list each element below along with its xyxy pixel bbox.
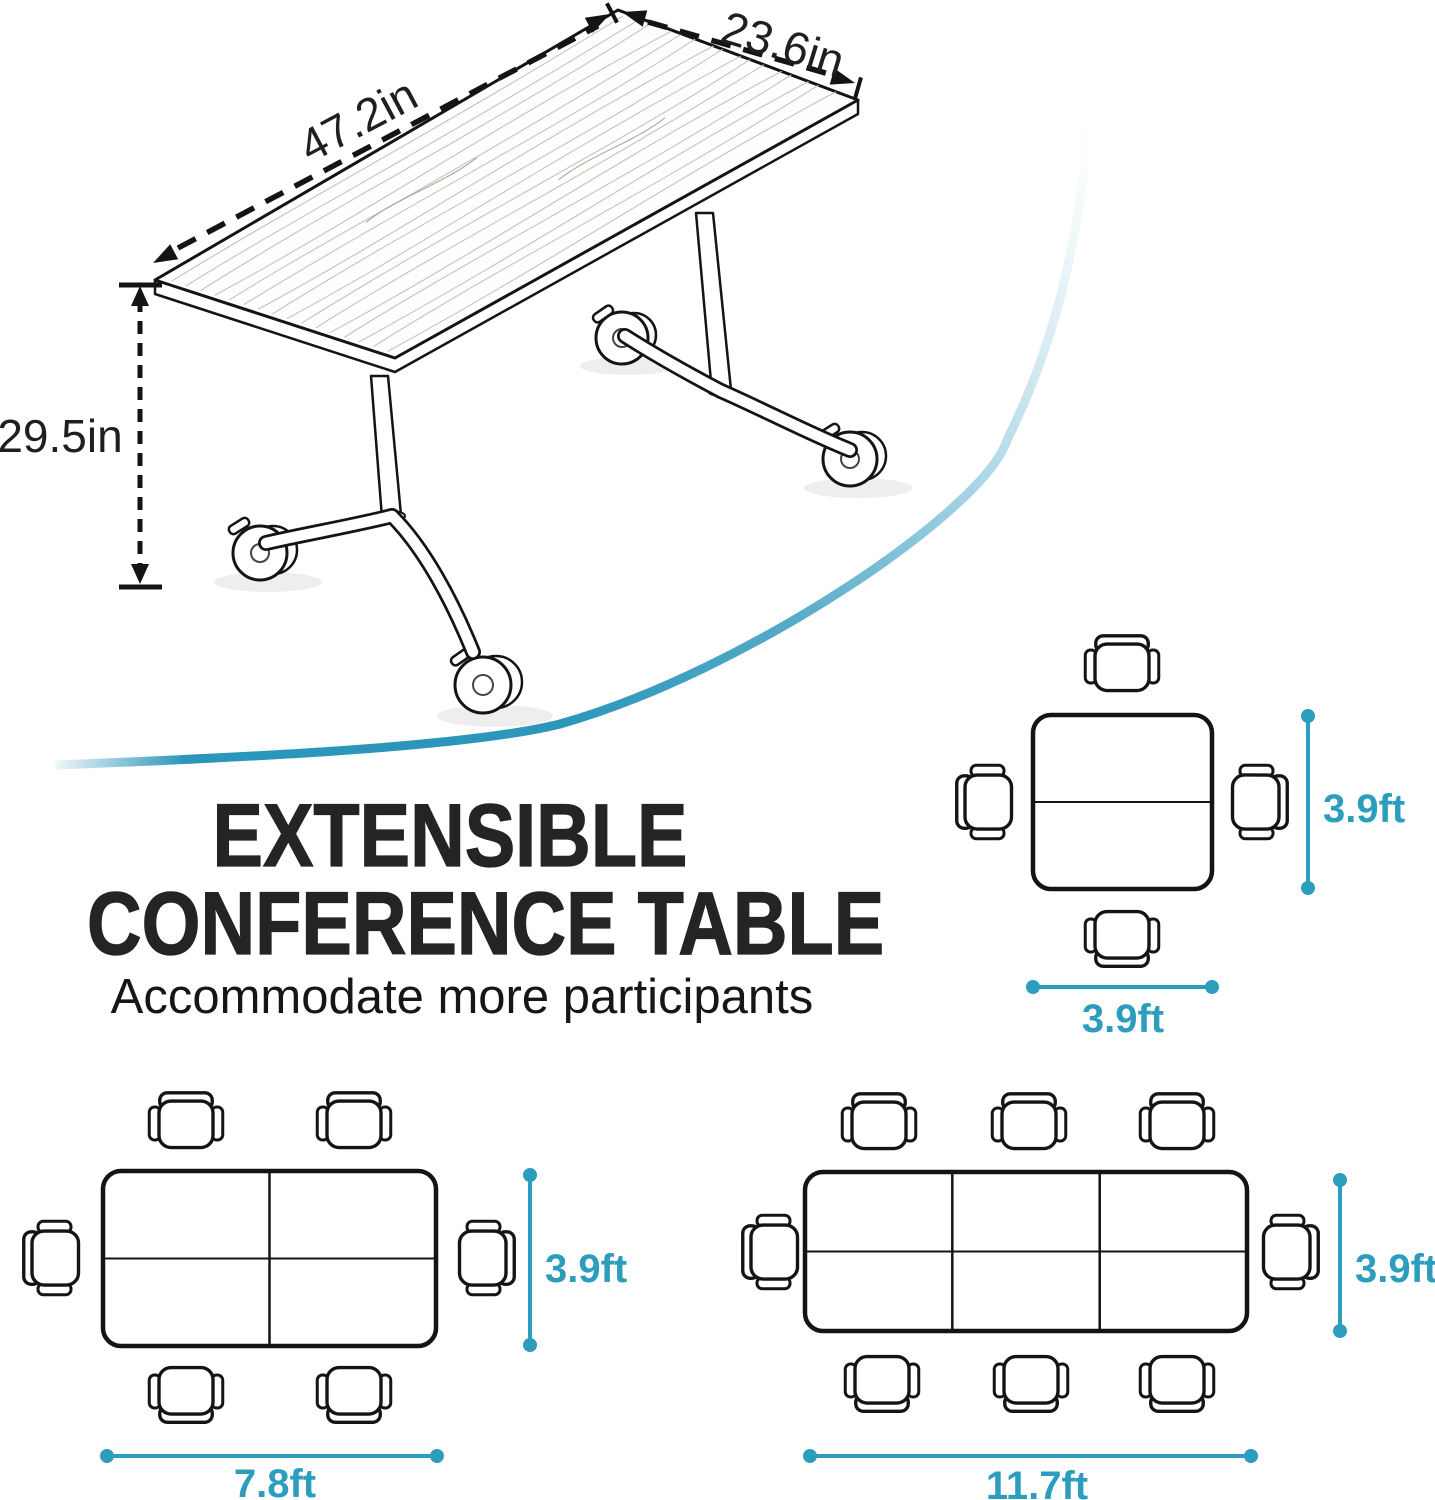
- diagram4-height-label: 3.9ft: [1323, 787, 1406, 831]
- chair-icon: [315, 1365, 393, 1424]
- chair-icon: [147, 1365, 225, 1424]
- diagram6-width-label: 7.8ft: [233, 1462, 317, 1500]
- headline-line1: EXTENSIBLE: [212, 785, 688, 885]
- caster-wheel: [591, 304, 658, 366]
- chair-icon: [843, 1354, 921, 1413]
- chair-icon: [1138, 1354, 1216, 1413]
- chair-icon: [457, 1219, 516, 1297]
- diagram8-width-label: 11.7ft: [985, 1464, 1089, 1500]
- caster-wheel: [449, 647, 524, 715]
- table-3d-drawing: [153, 8, 912, 727]
- chair-icon: [1261, 1213, 1320, 1291]
- chair-icon: [955, 763, 1014, 841]
- chair-icon: [1083, 909, 1161, 968]
- chair-icon: [1083, 634, 1161, 693]
- seating-diagram-8: [741, 1092, 1347, 1463]
- chair-icon: [147, 1091, 225, 1150]
- chair-icon: [315, 1091, 393, 1150]
- chair-icon: [990, 1092, 1068, 1151]
- diagram4-width-label: 3.9ft: [1081, 997, 1165, 1041]
- chair-icon: [741, 1213, 800, 1291]
- diagram6-height-label: 3.9ft: [545, 1247, 628, 1291]
- chair-icon: [840, 1092, 918, 1151]
- decor-arc: [38, 65, 1096, 771]
- dimension-lines: [119, 2, 863, 590]
- diagram8-height-label: 3.9ft: [1355, 1247, 1435, 1291]
- seating-diagram-6: [22, 1091, 537, 1463]
- headline: EXTENSIBLE CONFERENCE TABLE: [70, 790, 884, 968]
- seating-diagram-4: [955, 634, 1315, 994]
- chair-icon: [22, 1219, 81, 1297]
- chair-icon: [992, 1354, 1070, 1413]
- chair-icon: [1138, 1092, 1216, 1151]
- subtitle: Accommodate more participants: [110, 970, 814, 1024]
- chair-icon: [1230, 763, 1289, 841]
- height-dimension-label: 29.5in: [0, 410, 123, 462]
- headline-line2: CONFERENCE TABLE: [86, 873, 885, 973]
